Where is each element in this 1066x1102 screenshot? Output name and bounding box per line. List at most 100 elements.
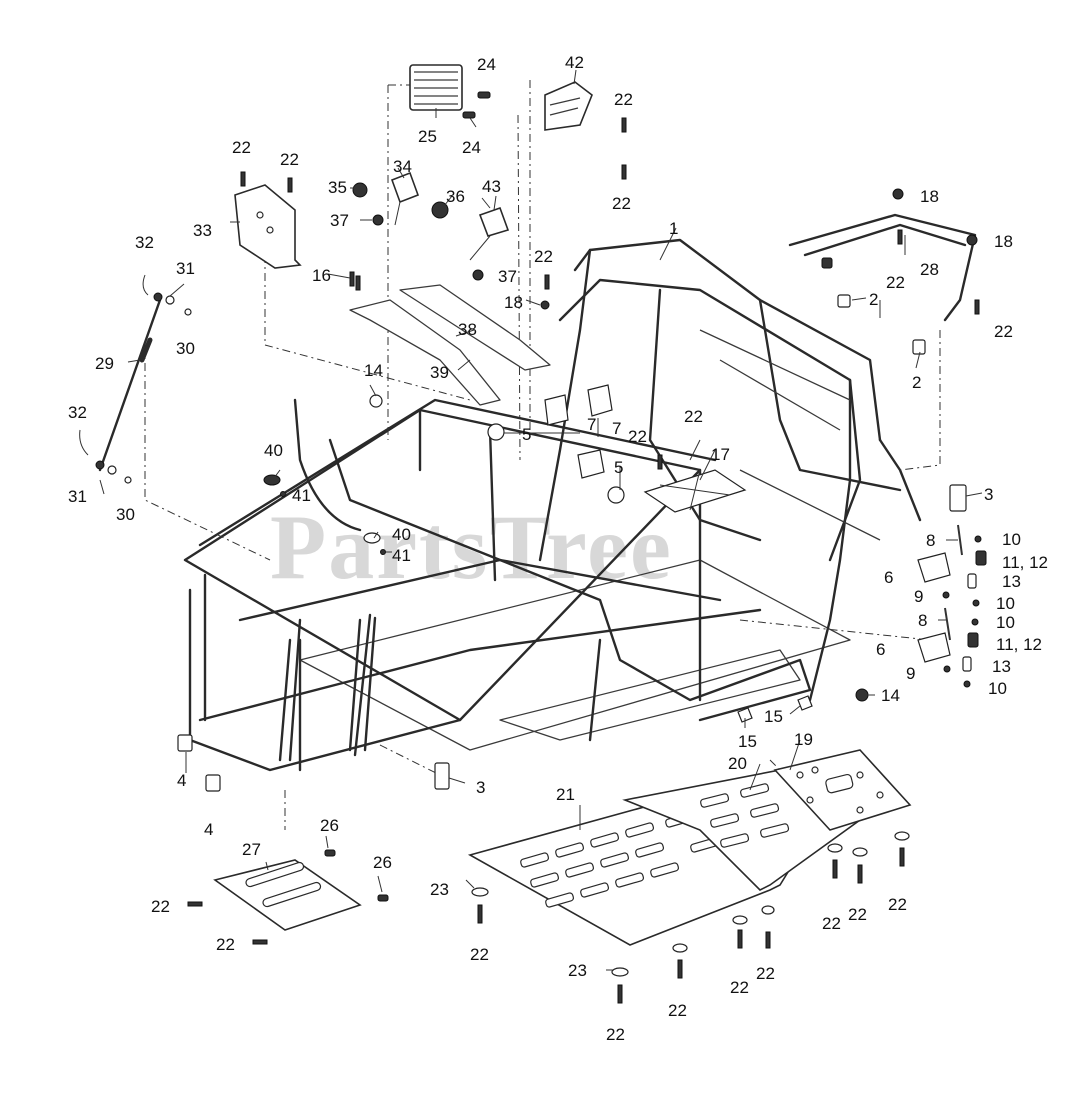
label-14: 14 (881, 686, 900, 705)
module-body (544, 81, 593, 131)
watermark-text: PartsTree (270, 496, 673, 598)
part-29-gas-strut (98, 298, 162, 472)
part-42-module (544, 81, 593, 131)
label-15: 15 (764, 707, 783, 726)
roll-cage-rear-brace (758, 298, 902, 492)
label-11-12: 11, 12 (996, 635, 1042, 654)
label-25: 25 (418, 127, 437, 146)
part-labels: 1 2 2 3 3 4 4 5 5 6 6 7 7 8 8 9 9 10 10 … (68, 53, 1048, 1044)
label-1: 1 (669, 219, 678, 238)
frame-lower-tube (328, 438, 812, 722)
label-22: 22 (151, 897, 170, 916)
label-31: 31 (176, 259, 195, 278)
bracket-33-body (234, 184, 302, 269)
label-6: 6 (876, 640, 885, 659)
label-4: 4 (204, 820, 213, 839)
label-23: 23 (568, 961, 587, 980)
label-3: 3 (476, 778, 485, 797)
label-14: 14 (364, 361, 383, 380)
label-41: 41 (292, 486, 311, 505)
label-28: 28 (920, 260, 939, 279)
label-9: 9 (914, 587, 923, 606)
label-18: 18 (504, 293, 523, 312)
leader-lines (99, 69, 983, 971)
label-18: 18 (994, 232, 1013, 251)
relay-wires (394, 201, 491, 261)
label-9: 9 (906, 664, 915, 683)
strut-body (98, 298, 162, 472)
roll-bar-tube-inner (803, 223, 967, 257)
label-11-12: 11, 12 (1002, 553, 1048, 572)
label-4: 4 (177, 771, 186, 790)
connector-35 (352, 182, 368, 198)
roll-cage-post-mid (648, 288, 762, 542)
label-15: 15 (738, 732, 757, 751)
label-22: 22 (886, 273, 905, 292)
roll-cage-post-front (538, 248, 592, 562)
part-33-bracket (234, 184, 302, 269)
roll-cage-tail (878, 438, 922, 522)
frame-front-post-c (353, 613, 372, 757)
label-24: 24 (477, 55, 496, 74)
label-18: 18 (920, 187, 939, 206)
hardware-items (79, 91, 987, 1004)
label-39: 39 (430, 363, 449, 382)
bracket-39 (349, 299, 501, 406)
label-27: 27 (242, 840, 261, 859)
label-6: 6 (884, 568, 893, 587)
dash-line-29 (144, 345, 271, 561)
label-22: 22 (668, 1001, 687, 1020)
label-22: 22 (612, 194, 631, 213)
dash-line-3 (379, 744, 441, 776)
part-28-roll-bar (788, 213, 977, 322)
label-22: 22 (730, 978, 749, 997)
label-22: 22 (628, 427, 647, 446)
label-10: 10 (996, 594, 1015, 613)
frame-top-rail (198, 398, 717, 547)
label-19: 19 (794, 730, 813, 749)
main-frame (183, 238, 922, 772)
label-22: 22 (756, 964, 775, 983)
part-34-35-36-43-relays (352, 171, 510, 261)
dash-line-6 (739, 619, 931, 641)
label-22: 22 (848, 905, 867, 924)
strut-cylinder (139, 337, 153, 363)
dash-line-42 (517, 114, 521, 461)
front-rail-right (348, 616, 377, 752)
bracket-38 (399, 284, 551, 371)
label-16: 16 (312, 266, 331, 285)
front-rail-left (278, 638, 302, 772)
label-22: 22 (994, 322, 1013, 341)
label-31: 31 (68, 487, 87, 506)
relay-43 (478, 206, 510, 237)
label-22: 22 (232, 138, 251, 157)
label-33: 33 (193, 221, 212, 240)
dash-line-19 (769, 759, 781, 771)
frame-uprights (418, 408, 702, 702)
label-40: 40 (264, 441, 283, 460)
relay-34 (390, 171, 420, 204)
label-22: 22 (888, 895, 907, 914)
frame-front-lower (188, 588, 462, 772)
part-20-skid-plate (622, 769, 862, 891)
label-7: 7 (612, 419, 621, 438)
label-41: 41 (392, 546, 411, 565)
label-22: 22 (614, 90, 633, 109)
label-5: 5 (522, 425, 531, 444)
part-25-regulator (409, 64, 463, 111)
module-detail (549, 97, 581, 116)
label-3: 3 (984, 485, 993, 504)
label-8: 8 (918, 611, 927, 630)
roll-cage-top (573, 238, 882, 442)
label-35: 35 (328, 178, 347, 197)
label-5: 5 (614, 458, 623, 477)
label-2: 2 (869, 290, 878, 309)
label-26: 26 (320, 816, 339, 835)
label-23: 23 (430, 880, 449, 899)
frame-front-post-b (288, 618, 302, 762)
roll-cage-post-rear (808, 378, 852, 702)
floor-pan (299, 559, 851, 751)
label-22: 22 (606, 1025, 625, 1044)
